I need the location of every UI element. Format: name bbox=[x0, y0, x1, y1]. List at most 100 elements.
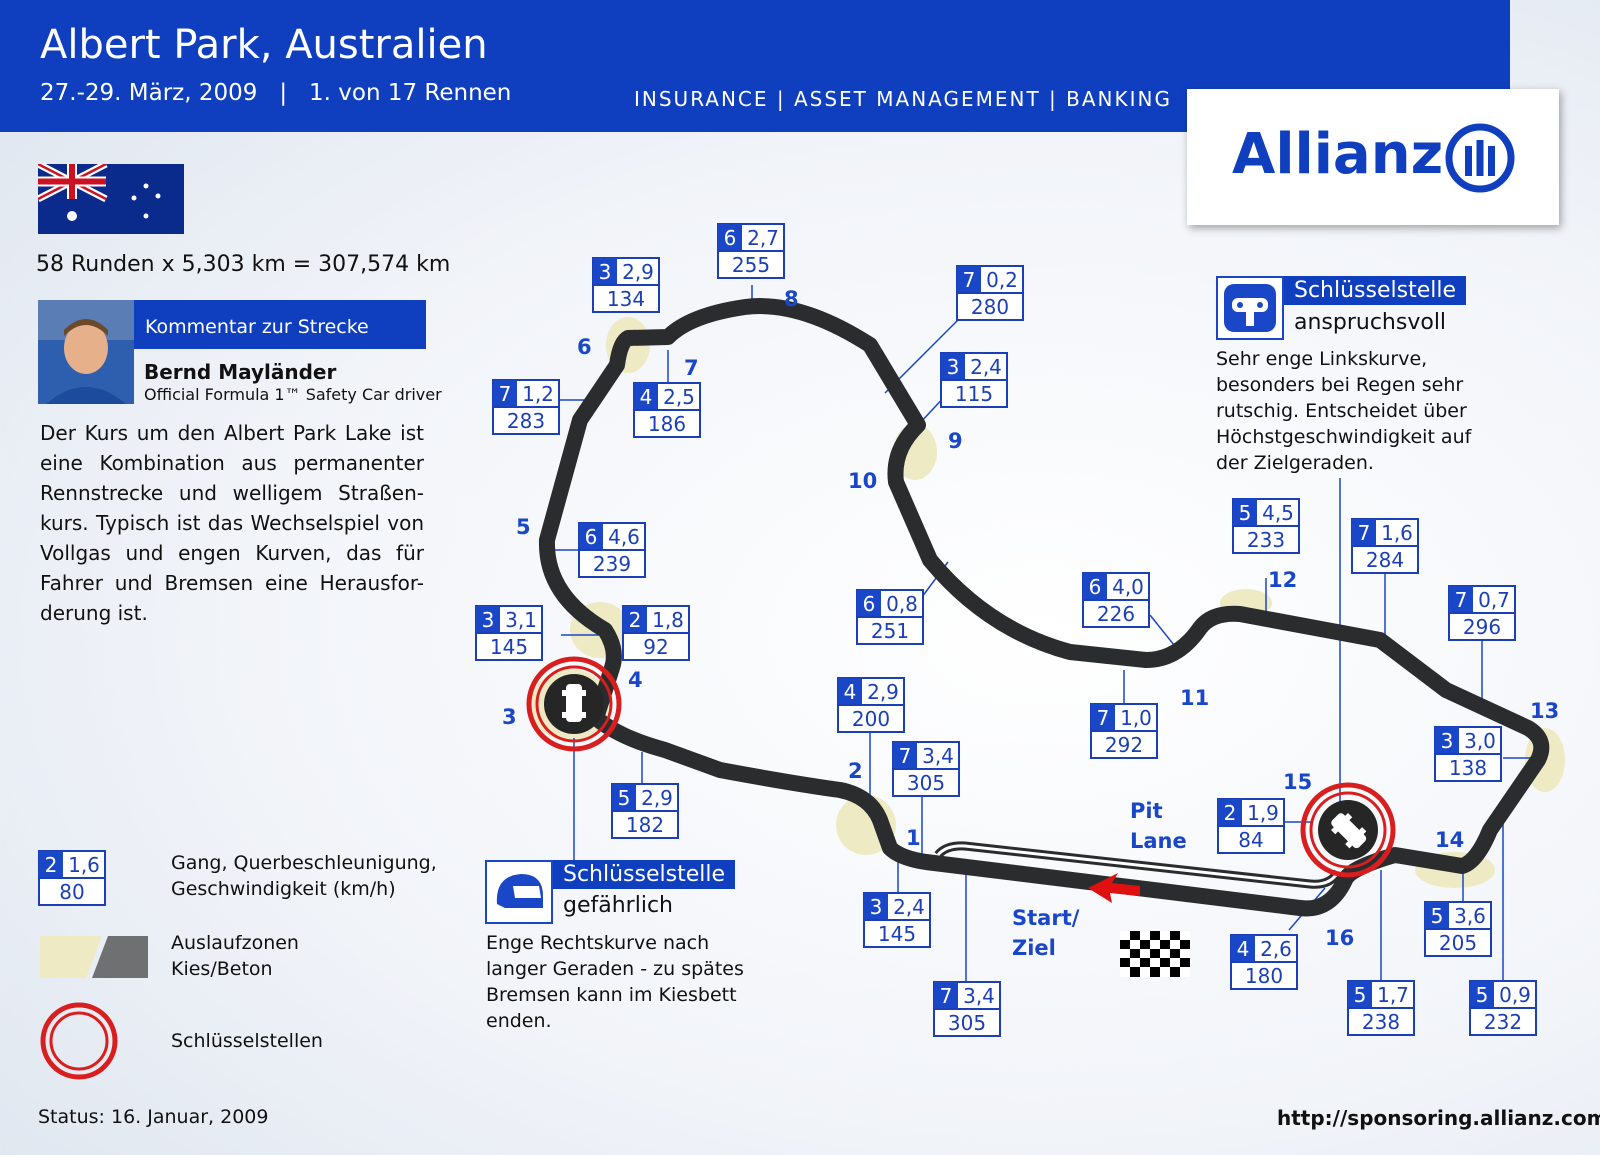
legend-speed: 80 bbox=[59, 880, 84, 904]
commentary-title: Kommentar zur Strecke bbox=[145, 316, 369, 338]
info-box-g: 1,6 bbox=[1381, 521, 1413, 545]
race-date-subtitle: 27.-29. März, 2009 | 1. von 17 Rennen bbox=[40, 80, 512, 106]
race-direction-arrow bbox=[1088, 873, 1140, 903]
australia-flag-icon bbox=[38, 164, 184, 234]
turn-label-8: 8 bbox=[784, 287, 799, 311]
info-box-gear-bg bbox=[838, 678, 862, 705]
keyspot-2-line-2: besonders bei Regen sehr bbox=[1216, 374, 1464, 396]
info-box-speed: 92 bbox=[643, 635, 668, 659]
info-box-g: 3,4 bbox=[963, 984, 995, 1008]
info-box-gear-bg bbox=[718, 224, 742, 251]
turn-label-16: 16 bbox=[1325, 926, 1354, 950]
corner-info-box: 3 2,4 115 bbox=[940, 352, 1008, 408]
info-box-gear-bg bbox=[1083, 573, 1107, 600]
info-box-speed: 239 bbox=[593, 552, 631, 576]
info-box-gear: 5 bbox=[1431, 904, 1444, 928]
keyspot-2-title: Schlüsselstelle bbox=[1284, 276, 1467, 305]
info-box-gear: 7 bbox=[899, 744, 912, 768]
info-box-gear: 7 bbox=[1097, 706, 1110, 730]
info-box-gear: 6 bbox=[1089, 575, 1102, 599]
checkered-flag-icon bbox=[1120, 931, 1190, 977]
info-box-gear-bg bbox=[857, 590, 881, 617]
info-box-speed: 238 bbox=[1362, 1010, 1400, 1034]
info-box-speed: 305 bbox=[907, 771, 945, 795]
turn-label-7: 7 bbox=[684, 356, 699, 380]
info-box-g: 2,6 bbox=[1260, 937, 1292, 961]
status-date: Status: 16. Januar, 2009 bbox=[38, 1106, 269, 1128]
corner-info-box: 7 3,4 305 bbox=[892, 741, 960, 797]
info-box-gear: 5 bbox=[618, 786, 631, 810]
info-box-speed: 180 bbox=[1245, 964, 1283, 988]
corner-info-box: 4 2,6 180 bbox=[1230, 934, 1298, 990]
keyspot-2-line-1: Sehr enge Linkskurve, bbox=[1216, 348, 1428, 370]
keyspot-ring-turn-15 bbox=[1300, 782, 1396, 878]
info-box-speed: 283 bbox=[507, 409, 545, 433]
info-box-gear-bg bbox=[1233, 499, 1257, 526]
info-box-gear-bg bbox=[893, 742, 917, 769]
info-box-g: 2,4 bbox=[970, 355, 1002, 379]
info-box-gear: 5 bbox=[1354, 983, 1367, 1007]
info-box-g: 0,9 bbox=[1499, 983, 1531, 1007]
keyspot-1-line-2: langer Geraden - zu spätes bbox=[486, 958, 744, 980]
info-box-gear-bg bbox=[1231, 935, 1255, 962]
turn-label-10: 10 bbox=[848, 469, 877, 493]
legend-keyspot-label: Schlüsselstellen bbox=[171, 1030, 323, 1052]
info-box-gear: 3 bbox=[870, 895, 883, 919]
start-finish-label-1: Start/ bbox=[1012, 906, 1080, 930]
info-box-gear-bg bbox=[1470, 981, 1494, 1008]
info-box-gear: 6 bbox=[863, 592, 876, 616]
info-box-gear-bg bbox=[1348, 981, 1372, 1008]
info-box-g: 0,2 bbox=[986, 268, 1018, 292]
turn-label-6: 6 bbox=[577, 335, 592, 359]
info-box-gear-bg bbox=[934, 982, 958, 1009]
info-box-g: 3,4 bbox=[922, 744, 954, 768]
legend-box-label-1: Gang, Querbeschleunigung, bbox=[171, 852, 437, 874]
info-box-gear-bg bbox=[1091, 704, 1115, 731]
info-box-gear: 7 bbox=[963, 268, 976, 292]
keyspot-1-line-3: Bremsen kann im Kiesbett bbox=[486, 984, 737, 1006]
info-box-speed: 280 bbox=[971, 295, 1009, 319]
steering-wheel-icon bbox=[1216, 276, 1284, 340]
info-box-gear: 7 bbox=[1358, 521, 1371, 545]
info-box-g: 2,9 bbox=[867, 680, 899, 704]
keyspot-1-line-1: Enge Rechtskurve nach bbox=[486, 932, 710, 954]
race-track bbox=[538, 298, 1550, 917]
laps-distance: 58 Runden x 5,303 km = 307,574 km bbox=[36, 252, 451, 277]
info-box-speed: 84 bbox=[1238, 828, 1263, 852]
info-box-gear-bg bbox=[1352, 519, 1376, 546]
legend-box-label-2: Geschwindigkeit (km/h) bbox=[171, 878, 396, 900]
info-box-gear: 4 bbox=[1237, 937, 1250, 961]
info-box-gear: 5 bbox=[1476, 983, 1489, 1007]
sponsor-tagline: INSURANCE | ASSET MANAGEMENT | BANKING bbox=[634, 87, 1172, 111]
info-box-g: 3,6 bbox=[1454, 904, 1486, 928]
info-box-g: 2,9 bbox=[622, 260, 654, 284]
legend-runoff-label-2: Kies/Beton bbox=[171, 958, 273, 980]
info-box-g: 1,2 bbox=[522, 382, 554, 406]
info-box-g: 4,5 bbox=[1262, 501, 1294, 525]
sponsor-url: http://sponsoring.allianz.com bbox=[1277, 1106, 1600, 1130]
info-box-gear: 3 bbox=[599, 260, 612, 284]
info-box-g: 1,0 bbox=[1120, 706, 1152, 730]
info-box-gear: 3 bbox=[947, 355, 960, 379]
info-box-gear-bg bbox=[493, 380, 517, 407]
info-box-gear: 6 bbox=[585, 525, 598, 549]
info-box-speed: 284 bbox=[1366, 548, 1404, 572]
info-box-gear-bg bbox=[634, 383, 658, 410]
legend-sample-box: 2 1,6 80 bbox=[38, 850, 106, 906]
info-box-speed: 145 bbox=[878, 922, 916, 946]
info-box-gear: 7 bbox=[1455, 588, 1468, 612]
legend-g: 1,6 bbox=[68, 853, 100, 877]
keyspot-ring-icon bbox=[40, 1002, 118, 1080]
info-box-speed: 115 bbox=[955, 382, 993, 406]
